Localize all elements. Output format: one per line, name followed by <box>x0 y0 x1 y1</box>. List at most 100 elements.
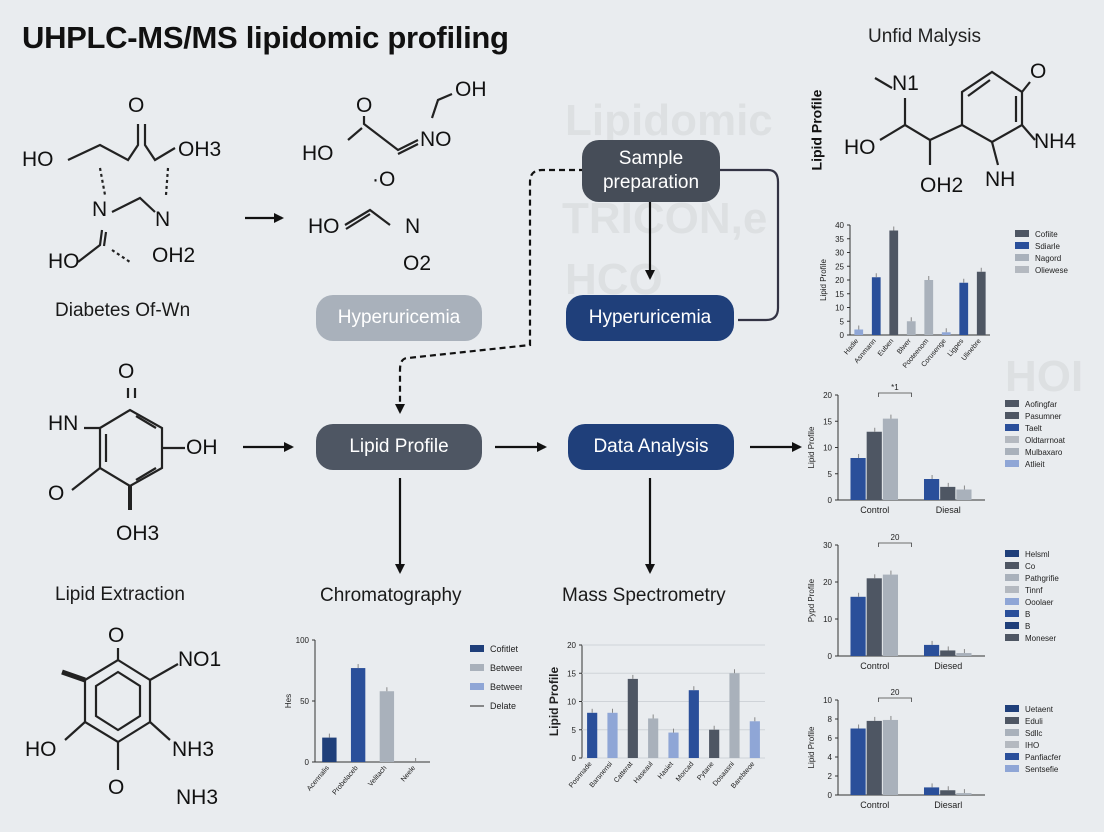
bar <box>350 668 366 762</box>
m3-oh3: OH3 <box>116 522 160 545</box>
legend-label: Cofiite <box>1035 230 1058 239</box>
m5-nh4: NH4 <box>1034 130 1077 153</box>
bar <box>709 729 720 758</box>
y-axis-label: Lipid Profile <box>547 667 561 737</box>
bar <box>923 644 940 656</box>
y-tick-label: 30 <box>835 249 844 258</box>
legend-label: Cofitlet <box>490 644 519 654</box>
y-tick-label: 5 <box>840 317 845 326</box>
x-tick-label: Pytane <box>696 761 715 782</box>
m2-oh: OH <box>455 78 487 101</box>
y-axis-label: Hes <box>284 694 293 708</box>
caption-lipid-extraction: Lipid Extraction <box>55 584 185 605</box>
legend-swatch <box>1005 741 1019 748</box>
m4-o-top: O <box>108 624 125 647</box>
legend-swatch <box>1005 574 1019 581</box>
m5-o: O <box>1030 60 1047 83</box>
bar <box>871 277 881 335</box>
bar <box>850 458 866 500</box>
y-tick-label: 15 <box>567 669 576 678</box>
legend-swatch <box>1015 230 1029 237</box>
x-tick-label: Hadie <box>843 338 860 357</box>
x-tick-label: Euben <box>877 338 895 358</box>
legend-swatch <box>1005 634 1019 641</box>
y-tick-label: 10 <box>835 304 844 313</box>
x-tick-label: Control <box>860 661 889 671</box>
bar <box>854 329 864 335</box>
x-tick-label: Haseaul <box>633 760 655 785</box>
data-analysis-node: Data Analysis <box>568 424 734 470</box>
molecule-1-bonds <box>67 124 176 263</box>
y-tick-label: 8 <box>828 715 833 724</box>
y-tick-label: 4 <box>828 753 833 762</box>
bar <box>882 719 899 795</box>
m1-ho: HO <box>22 148 54 171</box>
m5-oh2: OH2 <box>920 174 964 197</box>
y-tick-label: 5 <box>828 470 833 479</box>
y-tick-label: 10 <box>823 444 832 453</box>
m1-ho-bottom: HO <box>48 250 80 273</box>
significance-bracket <box>878 392 912 397</box>
legend-label: Moneser <box>1025 634 1056 643</box>
legend-label: Oldtarrnoat <box>1025 436 1066 445</box>
legend-label: Between <box>490 682 522 692</box>
m4-nh3: NH3 <box>172 738 215 761</box>
annotation-label: *1 <box>891 383 899 392</box>
y-tick-label: 20 <box>823 391 832 400</box>
hyperuricemia-right-node: Hyperuricemia <box>566 295 734 341</box>
molecule-2-bonds <box>344 92 453 230</box>
watermark-hoi: HOI <box>1005 352 1084 401</box>
bar <box>956 793 972 795</box>
bar <box>866 431 882 500</box>
m1-o-top: O <box>128 94 145 117</box>
y-tick-label: 25 <box>835 262 844 271</box>
x-tick-label: Neele <box>400 765 417 784</box>
bar <box>587 712 598 758</box>
molecule-4-bonds <box>61 648 179 770</box>
bar <box>850 728 866 795</box>
bar <box>882 418 899 500</box>
legend-label: Sentsefie <box>1025 765 1059 774</box>
legend-swatch <box>1005 436 1019 443</box>
m5-nh: NH <box>985 168 1016 191</box>
y-axis-label: Lipid Profile <box>819 259 828 301</box>
significance-bracket <box>878 542 912 547</box>
x-tick-label: Control <box>860 800 889 810</box>
x-tick-label: Hasiet <box>657 761 675 781</box>
bar <box>923 787 940 795</box>
legend-label: Sdiarle <box>1035 242 1060 251</box>
bar <box>627 678 638 758</box>
y-tick-label: 10 <box>823 615 832 624</box>
legend-label: Pasumner <box>1025 412 1062 421</box>
legend-label: Eduli <box>1025 717 1043 726</box>
legend-swatch <box>1005 562 1019 569</box>
m1-oh3: OH3 <box>178 138 222 161</box>
bar <box>607 712 618 758</box>
x-tick-label: Diesarl <box>934 800 962 810</box>
bar <box>959 282 969 335</box>
legend-label: B <box>1025 622 1030 631</box>
legend-label: Delate <box>490 701 516 711</box>
legend-label: Mulbaxaro <box>1025 448 1063 457</box>
sample-prep-node: Sample preparation <box>582 140 720 202</box>
legend-swatch <box>1005 424 1019 431</box>
bar <box>940 790 956 795</box>
y-tick-label: 0 <box>828 496 833 505</box>
legend-label: Between <box>490 663 522 673</box>
y-tick-label: 0 <box>828 791 833 800</box>
legend-swatch <box>1005 448 1019 455</box>
legend-label: Pathgrifie <box>1025 574 1059 583</box>
watermark-tricon: TRICON,e <box>562 194 768 243</box>
m1-n-right: N <box>155 208 171 231</box>
legend-swatch <box>470 683 484 690</box>
molecule-3-bonds <box>71 388 185 510</box>
bar <box>956 653 972 656</box>
x-tick-label: Acennalis <box>306 764 331 792</box>
bar <box>924 280 934 335</box>
y-tick-label: 10 <box>567 698 576 707</box>
x-tick-label: Morcad <box>675 761 695 783</box>
m2-ho: HO <box>302 142 334 165</box>
bar <box>729 673 740 758</box>
annotation-label: 20 <box>891 533 900 542</box>
